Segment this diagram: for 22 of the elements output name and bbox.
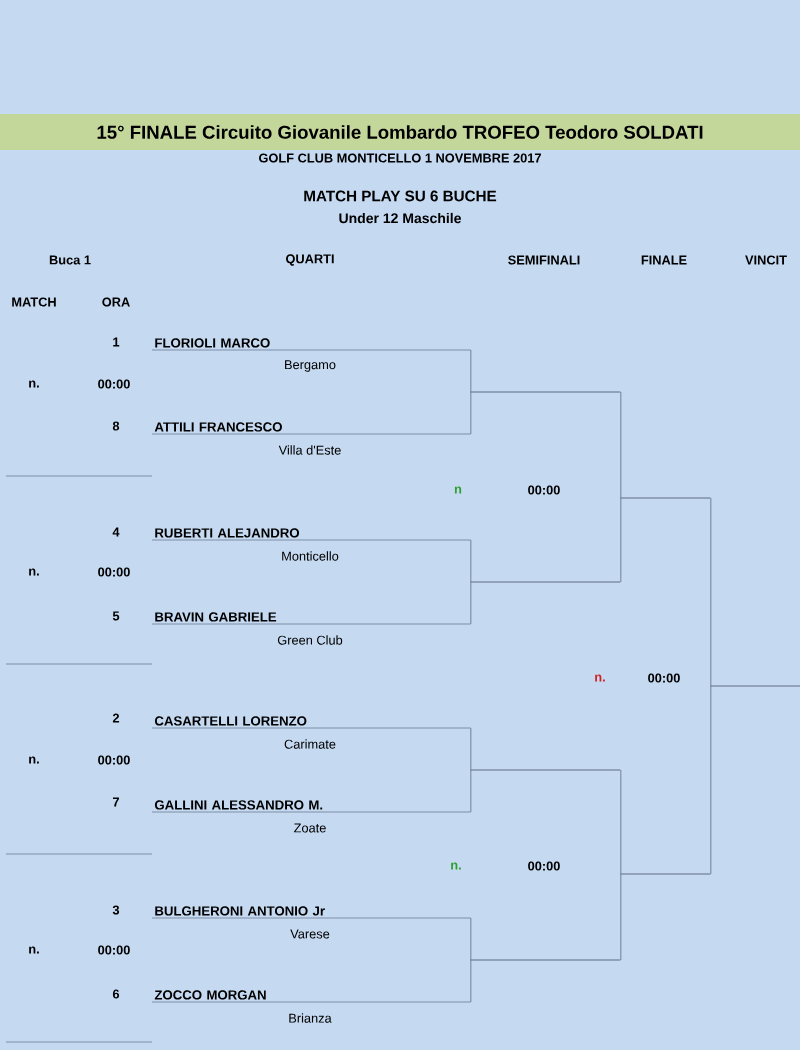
bracket-line xyxy=(619,497,622,583)
bracket-slot-line xyxy=(470,769,621,771)
bracket-line xyxy=(469,769,472,813)
bracket-line xyxy=(469,539,472,583)
bracket-line xyxy=(619,769,622,875)
bracket-line xyxy=(469,391,472,435)
bracket-slot-line xyxy=(620,873,711,875)
bracket-line xyxy=(469,959,472,1003)
bracket-line xyxy=(469,727,472,771)
title: 15° FINALE Circuito Giovanile Lombardo TROFEO Teodoro SOLDATI xyxy=(97,125,703,139)
bracket-line xyxy=(469,581,472,625)
bracket-line xyxy=(619,873,622,961)
bracket-line xyxy=(709,685,712,875)
bracket-line xyxy=(469,349,472,393)
bracket-slot-line xyxy=(470,581,621,583)
bracket-line xyxy=(469,917,472,961)
bracket-slot-line xyxy=(710,685,800,687)
bracket-slot-line xyxy=(620,497,711,499)
bracket-slot-line xyxy=(470,391,621,393)
bracket-slot-line xyxy=(470,959,621,961)
bracket-line xyxy=(709,497,712,687)
bracket-line xyxy=(619,391,622,499)
